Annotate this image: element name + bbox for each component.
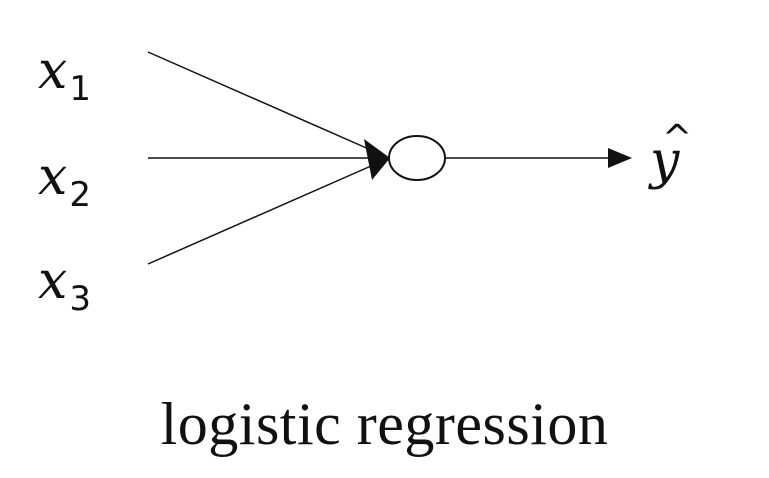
output-hat-accent: ^ (662, 118, 692, 159)
input-arrowhead (364, 139, 390, 180)
output-label-yhat: y (648, 131, 680, 191)
edge-x3-to-node (147, 165, 372, 265)
diagram-caption: logistic regression (160, 391, 609, 457)
input-label-x3: x3 (38, 251, 91, 319)
input-label-x1: x1 (38, 41, 91, 109)
input-label-x2: x2 (38, 147, 91, 215)
output-arrowhead (608, 148, 632, 168)
edge-x1-to-node (147, 51, 372, 151)
neuron-node (388, 135, 446, 181)
